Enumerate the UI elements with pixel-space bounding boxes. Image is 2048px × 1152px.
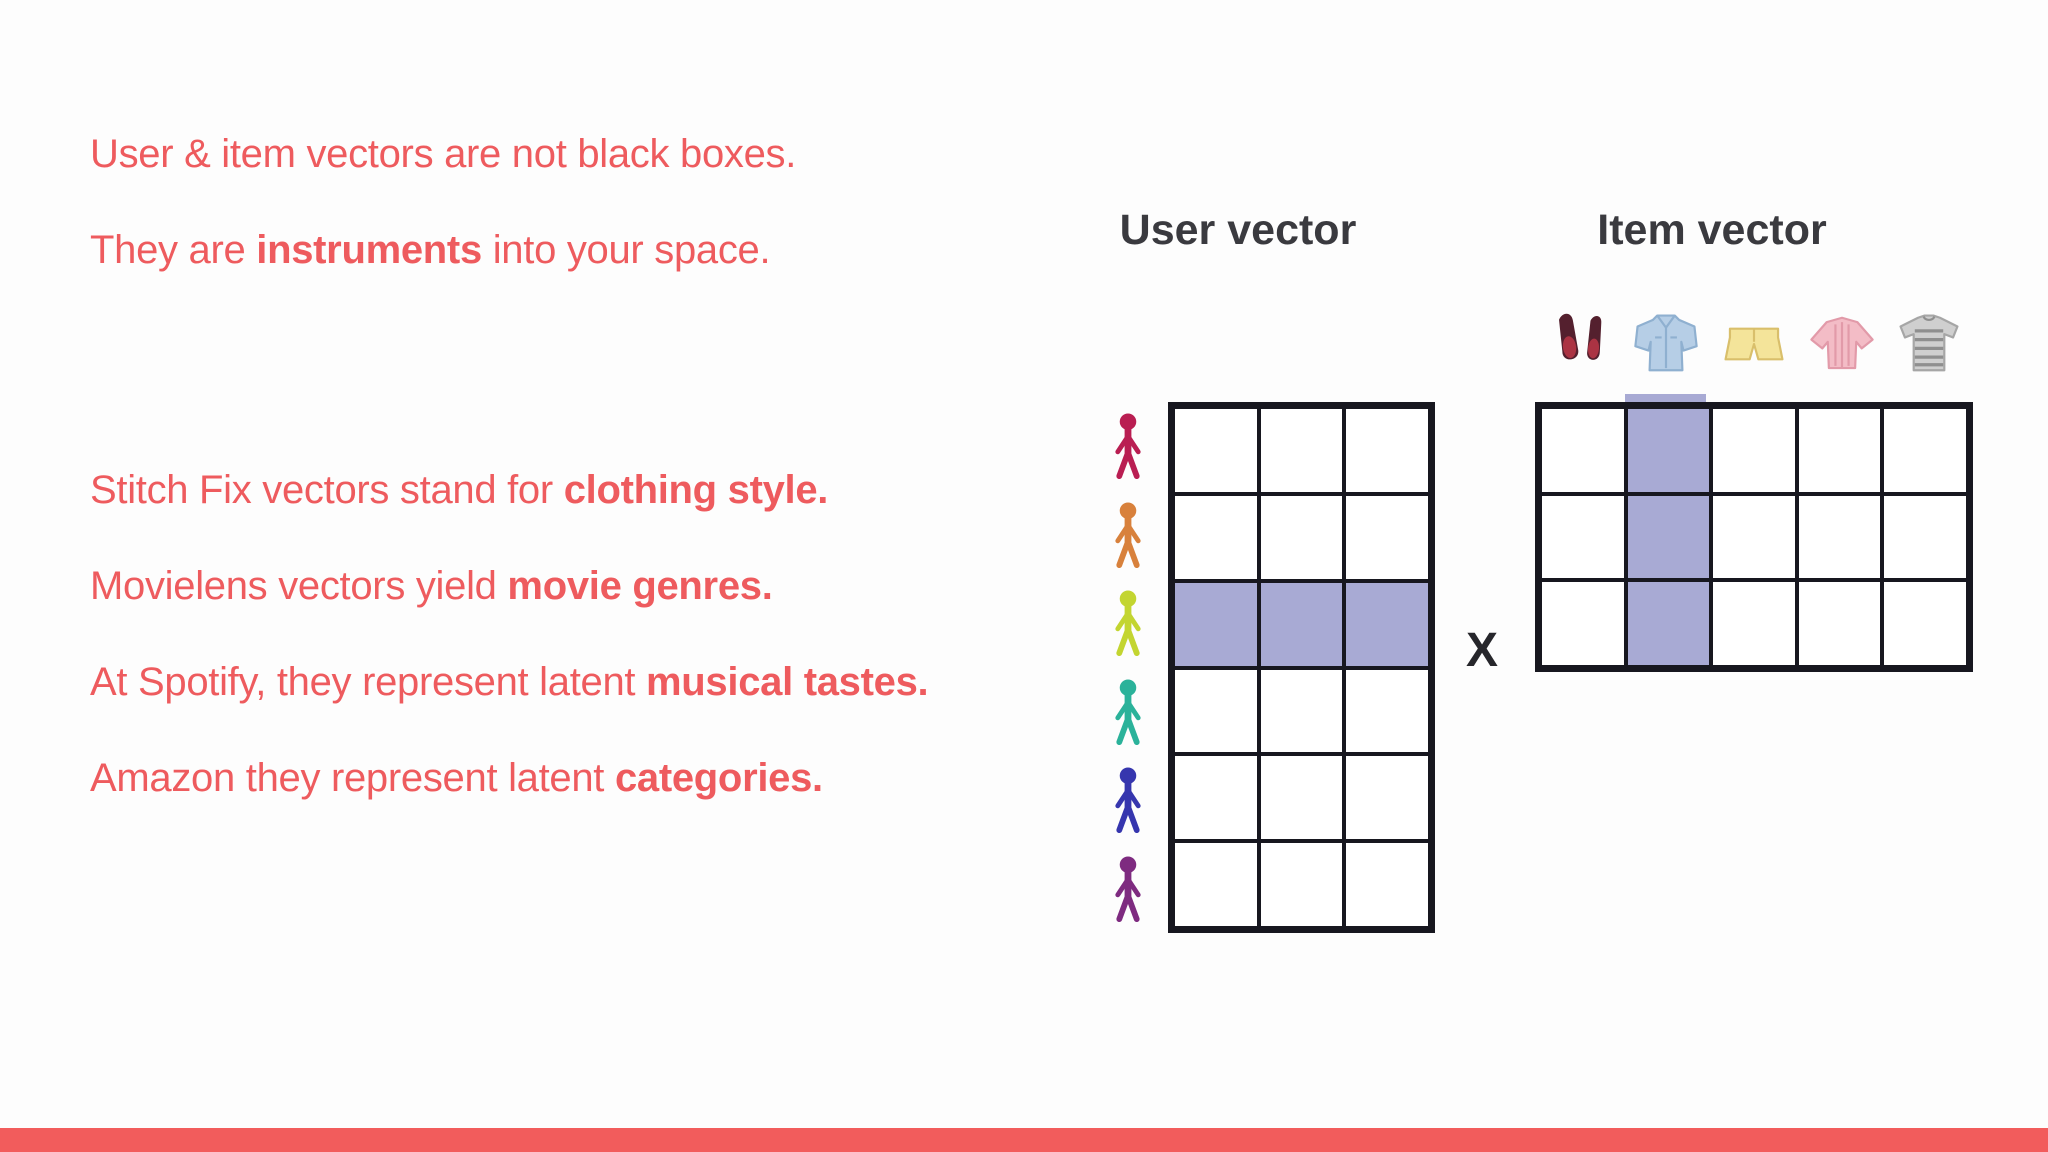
matrix-cell bbox=[1344, 493, 1430, 581]
matrix-cell bbox=[1258, 407, 1345, 494]
matrix-cell bbox=[1344, 754, 1430, 842]
highlighted-matrix-cell bbox=[1625, 407, 1712, 494]
user-vector-title: User vector bbox=[1119, 206, 1357, 254]
examples-text-block: Stitch Fix vectors stand for clothing st… bbox=[90, 442, 929, 826]
matrix-cell bbox=[1344, 841, 1430, 928]
emphasis-text: clothing style. bbox=[563, 468, 829, 512]
plain-text: User & item vectors are not black boxes. bbox=[90, 132, 797, 176]
matrix-cell bbox=[1344, 667, 1430, 755]
plain-text: Amazon they represent latent bbox=[90, 756, 615, 800]
matrix-cell bbox=[1258, 493, 1345, 581]
matrix-cell bbox=[1796, 407, 1883, 494]
highlighted-matrix-cell bbox=[1258, 580, 1345, 668]
matrix-cell bbox=[1711, 493, 1797, 581]
item-column-icons bbox=[1535, 300, 1973, 388]
shirt-icon bbox=[1623, 300, 1711, 388]
plain-text: At Spotify, they represent latent bbox=[90, 660, 647, 704]
plain-text: Stitch Fix vectors stand for bbox=[90, 468, 564, 512]
shorts-icon bbox=[1710, 300, 1798, 388]
matrix-cell bbox=[1173, 667, 1259, 755]
bottom-accent-bar bbox=[0, 1128, 2048, 1152]
matrix-cell bbox=[1540, 407, 1626, 494]
text-line: User & item vectors are not black boxes. bbox=[90, 106, 796, 202]
emphasis-text: instruments bbox=[256, 228, 482, 272]
matrix-cell bbox=[1173, 754, 1259, 842]
matrix-cell bbox=[1882, 407, 1968, 494]
matrix-cell bbox=[1882, 580, 1968, 667]
matrix-cell bbox=[1258, 841, 1345, 928]
text-line: Amazon they represent latent categories. bbox=[90, 730, 928, 826]
blouse-icon bbox=[1798, 300, 1886, 388]
plain-text: Movielens vectors yield bbox=[90, 564, 508, 608]
matrix-cell bbox=[1258, 754, 1345, 842]
person-blue-icon bbox=[1107, 756, 1149, 845]
plain-text: They are bbox=[90, 228, 257, 272]
shoes-icon bbox=[1535, 300, 1623, 388]
user-vector-matrix bbox=[1168, 402, 1435, 933]
item-vector-matrix bbox=[1535, 402, 1973, 672]
matrix-cell bbox=[1258, 667, 1345, 755]
person-crimson-icon bbox=[1107, 402, 1149, 491]
person-lime-icon bbox=[1107, 579, 1149, 668]
matrix-cell bbox=[1173, 841, 1259, 928]
matrix-cell bbox=[1540, 493, 1626, 581]
matrix-cell bbox=[1711, 407, 1797, 494]
highlighted-matrix-cell bbox=[1625, 580, 1712, 667]
emphasis-text: musical tastes. bbox=[646, 660, 929, 704]
intro-text-block: User & item vectors are not black boxes.… bbox=[90, 106, 796, 298]
matrix-cell bbox=[1344, 407, 1430, 494]
matrix-cell bbox=[1173, 493, 1259, 581]
text-line: Stitch Fix vectors stand for clothing st… bbox=[90, 442, 928, 538]
matrix-cell bbox=[1711, 580, 1797, 667]
highlighted-matrix-cell bbox=[1625, 493, 1712, 581]
emphasis-text: movie genres. bbox=[507, 564, 773, 608]
person-orange-icon bbox=[1107, 491, 1149, 580]
text-line: At Spotify, they represent latent musica… bbox=[90, 634, 929, 730]
highlighted-matrix-cell bbox=[1344, 580, 1430, 668]
highlighted-matrix-cell bbox=[1173, 580, 1259, 668]
item-vector-title: Item vector bbox=[1597, 206, 1827, 254]
text-line: They are instruments into your space. bbox=[90, 202, 796, 298]
user-row-icons bbox=[1107, 402, 1149, 933]
text-line: Movielens vectors yield movie genres. bbox=[90, 538, 928, 634]
matrix-cell bbox=[1796, 580, 1883, 667]
emphasis-text: categories. bbox=[614, 756, 823, 800]
multiply-operator: X bbox=[1465, 624, 1498, 677]
tshirt-icon bbox=[1885, 300, 1973, 388]
matrix-cell bbox=[1796, 493, 1883, 581]
matrix-cell bbox=[1540, 580, 1626, 667]
plain-text: into your space. bbox=[481, 228, 771, 272]
person-purple-icon bbox=[1107, 845, 1149, 934]
person-teal-icon bbox=[1107, 668, 1149, 757]
matrix-cell bbox=[1882, 493, 1968, 581]
matrix-cell bbox=[1173, 407, 1259, 494]
item-highlight-cap bbox=[1625, 394, 1706, 404]
